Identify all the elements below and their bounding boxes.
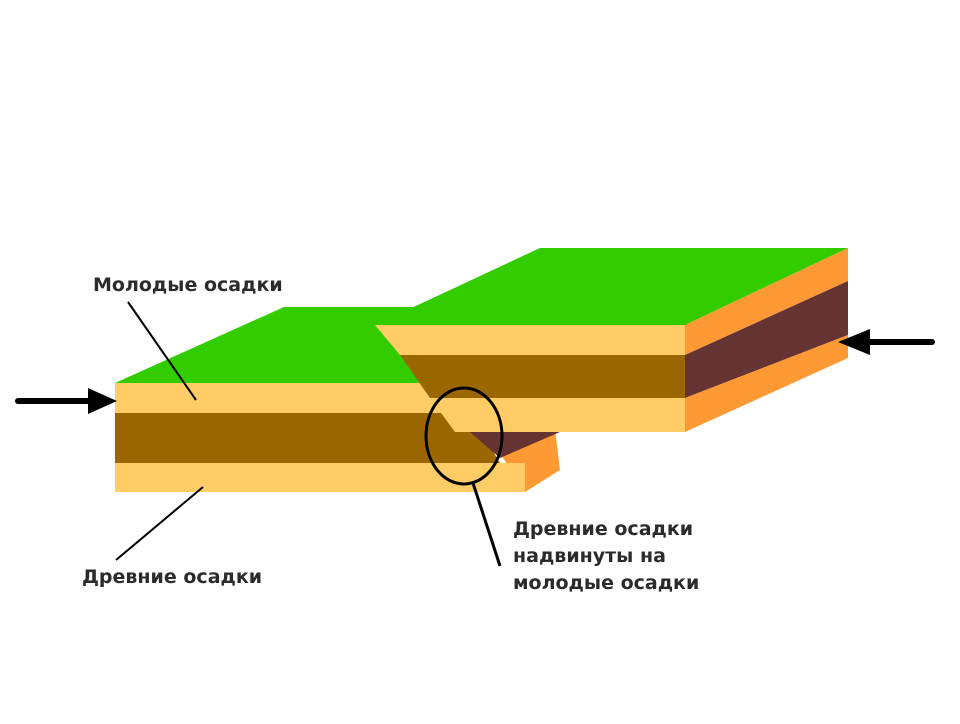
thrust-note-line-1: Древние осадки bbox=[513, 518, 694, 540]
right-block-front-brown bbox=[400, 355, 685, 398]
leader-line-old bbox=[115, 486, 204, 561]
right-block-dark-wedge bbox=[470, 432, 560, 458]
label-thrust-note: Древние осадки надвинуты на молодые осад… bbox=[513, 516, 699, 597]
left-block-top-surface bbox=[115, 307, 455, 383]
left-young-layer-top bbox=[115, 383, 455, 413]
right-compression-arrow bbox=[838, 329, 935, 355]
right-block-front-light-bottom bbox=[430, 398, 685, 432]
leader-line-thrust bbox=[471, 482, 502, 567]
right-block-side-light-top bbox=[685, 248, 848, 355]
leader-line-young bbox=[127, 301, 197, 401]
right-block-side-dark bbox=[685, 281, 848, 398]
left-compression-arrow bbox=[15, 388, 117, 414]
thrust-note-line-3: молодые осадки bbox=[513, 572, 700, 594]
left-brown-layer bbox=[115, 413, 465, 463]
label-old-sediments: Древние осадки bbox=[82, 566, 263, 588]
thrust-note-line-2: надвинуты на bbox=[513, 545, 666, 567]
right-block-top-surface bbox=[375, 248, 848, 325]
label-young-sediments: Молодые осадки bbox=[93, 274, 283, 296]
left-old-layer-bottom bbox=[115, 463, 525, 492]
right-block-side-light-bottom bbox=[685, 335, 848, 432]
right-block-front-light-top bbox=[375, 325, 685, 355]
thrust-contact-circle bbox=[424, 386, 504, 486]
left-fault-wedge-light bbox=[455, 383, 525, 492]
